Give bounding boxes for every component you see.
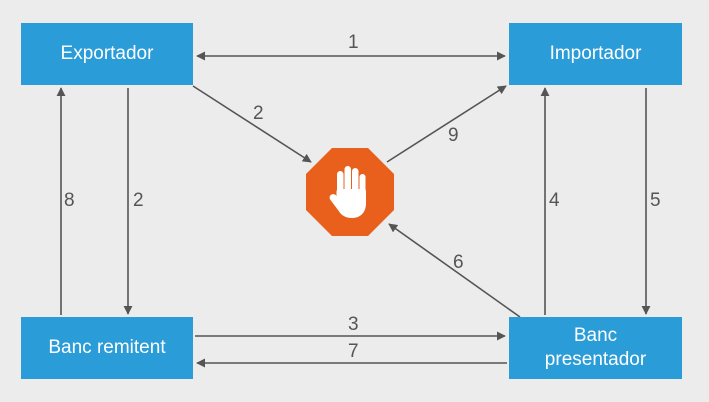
node-importador-label: Importador: [549, 43, 642, 64]
edge-label-exportador-remitent: 2: [133, 190, 144, 211]
edge-label-stop-importador: 9: [448, 125, 459, 146]
arrow-presentador-stop: [388, 223, 521, 318]
node-banc-presentador-label: Banc presentador: [544, 325, 647, 370]
edge-label-exportador-stop: 2: [253, 103, 264, 124]
edge-label-remitent-presentador: 3: [348, 314, 359, 335]
edge-label-presentador-remitent: 7: [348, 341, 359, 362]
node-exportador: Exportador: [21, 23, 193, 85]
edge-label-presentador-stop: 6: [453, 252, 464, 273]
hand-icon: [329, 166, 366, 218]
stop-hand-icon: [306, 148, 394, 236]
node-exportador-label: Exportador: [60, 43, 154, 64]
node-banc-remitent-label: Banc remitent: [48, 337, 166, 358]
node-banc-remitent: Banc remitent: [21, 317, 193, 379]
edge-label-exportador-importador: 1: [348, 32, 359, 53]
arrow-stop-importador: [386, 85, 507, 163]
node-importador: Importador: [509, 23, 682, 85]
edge-label-presentador-importador: 4: [549, 190, 560, 211]
node-banc-presentador: Banc presentador: [509, 317, 682, 379]
edge-label-remitent-exportador: 8: [64, 190, 75, 211]
edge-label-importador-presentador: 5: [650, 190, 661, 211]
arrow-exportador-stop: [192, 85, 312, 163]
